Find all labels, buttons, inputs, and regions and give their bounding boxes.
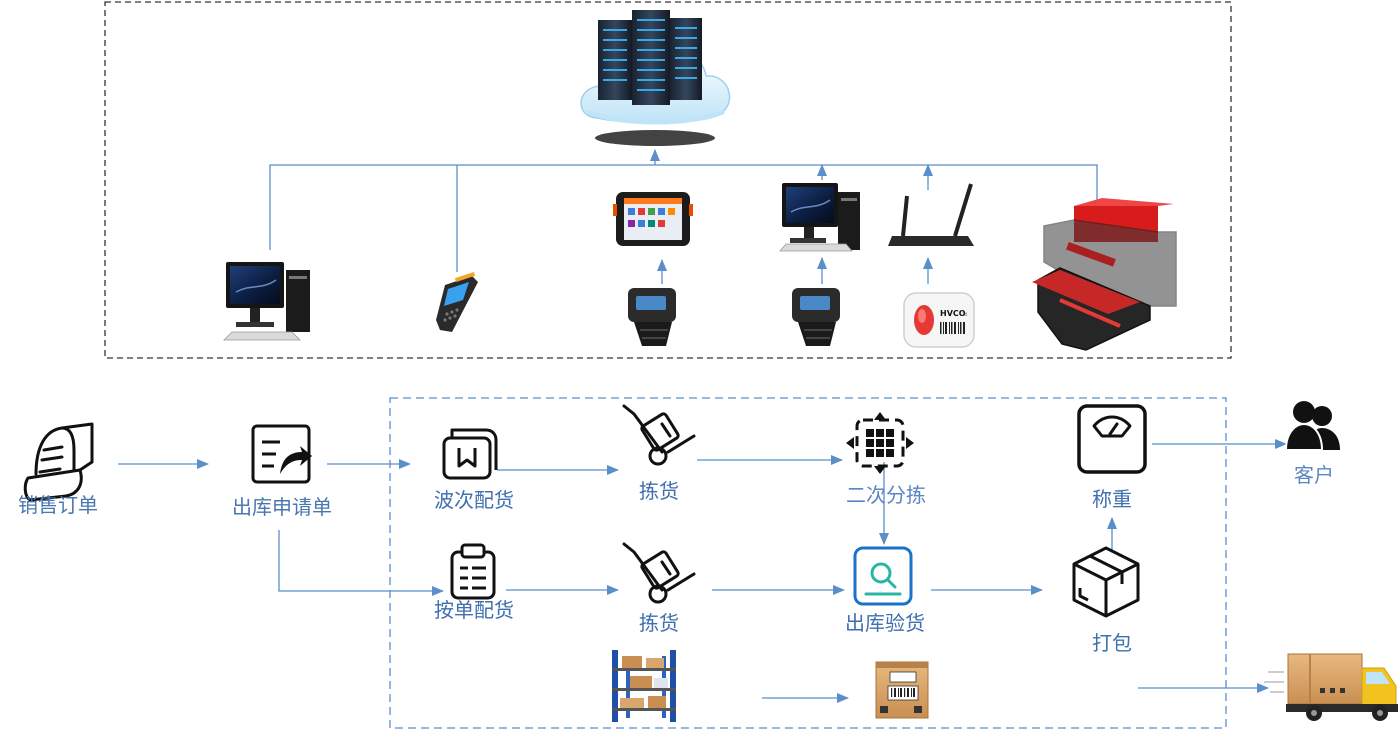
labeled-carton-icon <box>875 661 929 719</box>
wave-allocation-label: 波次配货 <box>434 488 514 512</box>
outbound-request-label: 出库申请单 <box>232 495 332 519</box>
inspection-search-icon <box>853 546 913 606</box>
package-box-icon <box>1072 546 1140 618</box>
packing-machine-icon <box>1032 198 1177 351</box>
network-connection-lines <box>269 149 1098 284</box>
process-area-border <box>389 397 1227 729</box>
weighing-label: 称重 <box>1092 487 1132 511</box>
label-tag-model: ZX <box>962 312 968 317</box>
outbound-inspection-label: 出库验货 <box>845 611 925 635</box>
wave-allocation-icon <box>442 428 498 480</box>
desktop-pc-icon <box>779 183 860 252</box>
hand-truck-icon <box>622 542 696 604</box>
process-flow-arrows <box>118 439 1287 703</box>
picking-label-2: 拣货 <box>639 611 679 635</box>
order-allocation-label: 按单配货 <box>434 598 514 622</box>
label-tag-brand: HVCO <box>940 309 966 318</box>
outbound-request-icon <box>251 424 312 484</box>
weighing-scale-icon <box>1077 404 1147 474</box>
secondary-sorting-icon <box>846 412 914 474</box>
hand-truck-icon <box>622 404 696 466</box>
wireless-router-icon <box>888 183 974 246</box>
picking-label-1: 拣货 <box>639 479 679 503</box>
electronic-shelf-label-icon: HVCO ZX <box>903 292 975 348</box>
customer-label: 客户 <box>1294 463 1334 487</box>
cloud-server-icon <box>580 10 731 146</box>
order-allocation-icon <box>450 543 496 600</box>
secondary-sorting-label: 二次分拣 <box>846 483 926 507</box>
sales-order-label: 销售订单 <box>18 493 98 517</box>
ring-scanner-icon <box>792 288 840 346</box>
ring-scanner-icon <box>628 288 676 346</box>
delivery-truck-icon <box>1264 653 1398 721</box>
customer-users-icon <box>1284 401 1340 451</box>
packing-label: 打包 <box>1092 631 1132 655</box>
sales-order-icon <box>23 422 94 502</box>
system-area-border <box>104 1 1232 359</box>
warehouse-shelf-icon <box>612 650 676 722</box>
desktop-pc-icon <box>223 262 310 341</box>
rugged-tablet-icon <box>613 192 693 246</box>
handheld-pda-icon <box>436 272 478 332</box>
